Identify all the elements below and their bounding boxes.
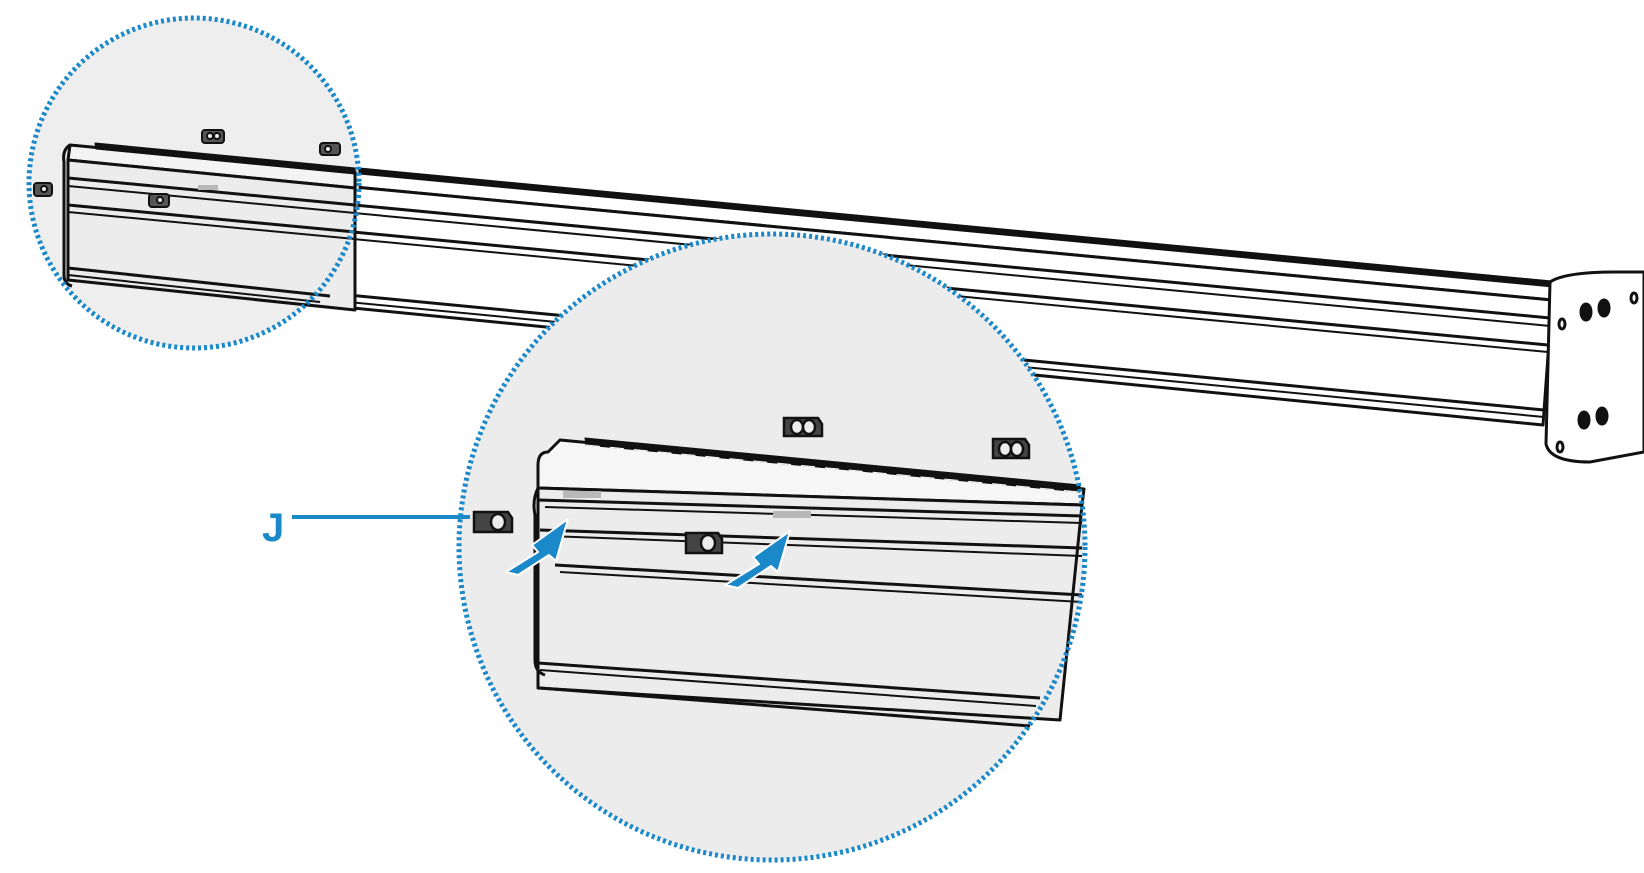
insert-arrow-icon — [505, 518, 569, 576]
callout-j: J — [262, 506, 470, 550]
end-plate-hole — [1629, 291, 1639, 305]
end-plate-hole — [1557, 317, 1567, 331]
t-slot-nut-small — [319, 142, 341, 156]
t-slot-nut — [782, 416, 824, 438]
end-plate-hole — [1577, 410, 1591, 430]
insert-arrow-icon — [724, 530, 791, 589]
detail-circle-large — [456, 231, 1088, 863]
rail-marking — [773, 511, 811, 518]
t-slot-nut-small — [148, 193, 170, 208]
rail-marking — [563, 491, 601, 498]
t-slot-nut — [991, 437, 1031, 460]
detail-circle-small — [26, 15, 362, 351]
end-plate — [1544, 270, 1644, 464]
end-plate-hole — [1597, 298, 1611, 318]
callout-label: J — [262, 506, 284, 550]
rail-zoom-front-face — [536, 486, 1084, 722]
end-plate-hole — [1579, 302, 1593, 322]
t-slot-nut-small — [33, 182, 53, 197]
t-slot-nut — [684, 531, 724, 555]
rail-marking — [198, 185, 218, 190]
end-plate-hole — [1595, 406, 1609, 426]
t-slot-nut-j — [472, 510, 514, 534]
t-slot-nut-small — [201, 129, 225, 144]
end-plate-hole — [1555, 440, 1565, 454]
